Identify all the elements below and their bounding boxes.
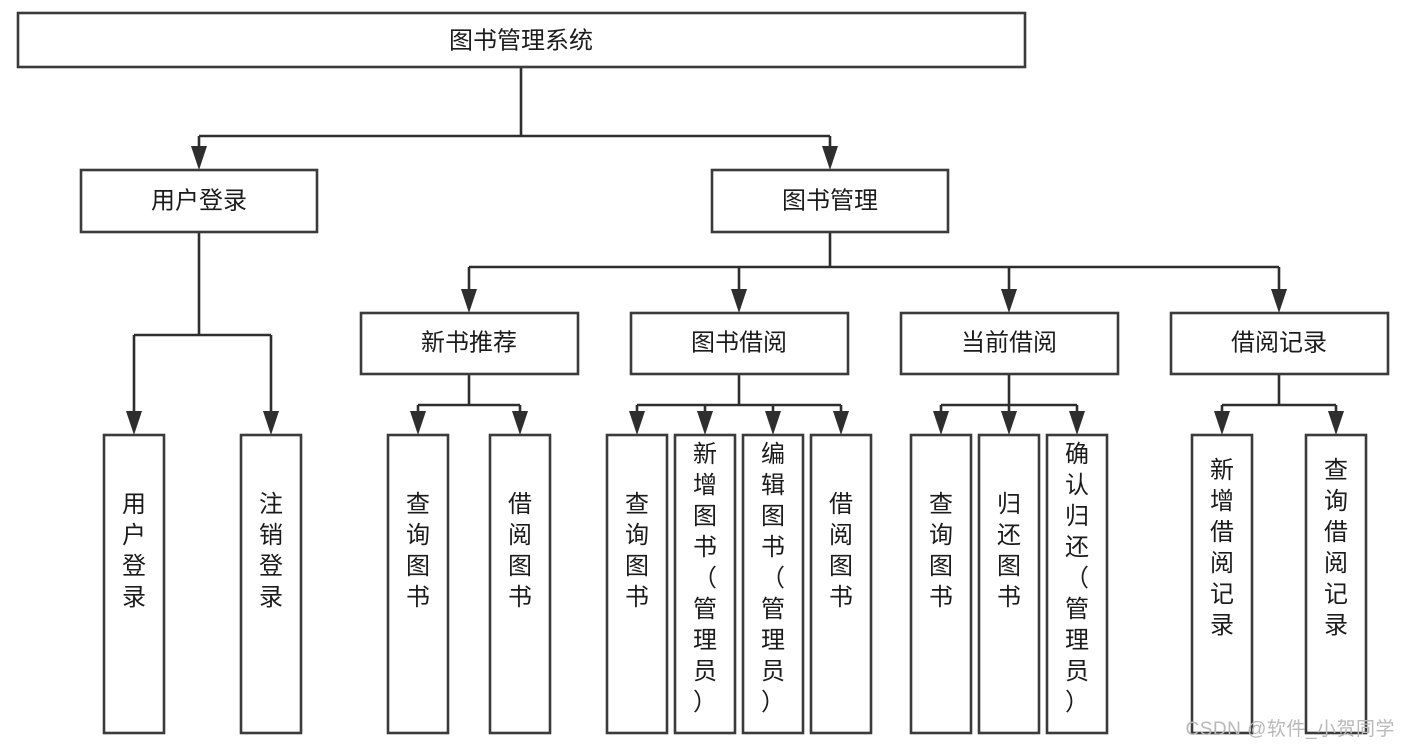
node-leaf-query-book-2[interactable]: 查询图书 bbox=[605, 433, 669, 735]
arrow-to-leaf-edit-book bbox=[765, 411, 781, 435]
node-leaf-query-record[interactable]: 查询借阅记录 bbox=[1304, 433, 1368, 735]
leaf-confirm-return-label: 确认归还（管理员） bbox=[1065, 441, 1089, 716]
arrow-to-leaf-add-record bbox=[1214, 411, 1230, 435]
node-user-login[interactable]: 用户登录 bbox=[79, 168, 319, 234]
arrow-to-leaf-borrow-book-1 bbox=[512, 411, 528, 435]
node-leaf-add-record[interactable]: 新增借阅记录 bbox=[1190, 433, 1254, 735]
leaf-add-record-box[interactable] bbox=[1190, 433, 1254, 735]
node-root[interactable]: 图书管理系统 bbox=[16, 11, 1027, 69]
leaf-query-book-1-box[interactable] bbox=[386, 433, 450, 735]
arrow-to-book-borrow bbox=[731, 289, 747, 313]
connector-borrow-record-to-bus bbox=[1220, 374, 1338, 422]
leaf-return-book-box[interactable] bbox=[977, 433, 1041, 735]
connector-book-manage-to-bus bbox=[467, 232, 1281, 300]
node-leaf-return-book[interactable]: 归还图书 bbox=[977, 433, 1041, 735]
connector-layer bbox=[126, 67, 1344, 435]
leaf-query-book-3-label: 查询图书 bbox=[929, 491, 953, 611]
user-login-label: 用户登录 bbox=[151, 187, 247, 214]
arrow-to-borrow-record bbox=[1271, 289, 1287, 313]
node-leaf-query-book-3[interactable]: 查询图书 bbox=[909, 433, 973, 735]
leaf-user-login-box[interactable] bbox=[102, 433, 166, 735]
borrow-record-label: 借阅记录 bbox=[1231, 329, 1327, 356]
leaf-borrow-book-2-box[interactable] bbox=[809, 433, 873, 735]
csdn-watermark: CSDN @软件_小贺同学 bbox=[1185, 719, 1395, 740]
leaf-query-book-1-label: 查询图书 bbox=[406, 491, 430, 611]
leaf-return-book-label: 归还图书 bbox=[997, 491, 1021, 611]
connector-user-login-to-bus bbox=[132, 232, 273, 422]
user-login-box[interactable] bbox=[79, 168, 319, 234]
node-new-book-recommend[interactable]: 新书推荐 bbox=[359, 311, 580, 376]
leaf-user-login-label: 用户登录 bbox=[122, 491, 146, 611]
leaf-edit-book-label: 编辑图书（管理员） bbox=[761, 441, 785, 716]
leaf-query-record-box[interactable] bbox=[1304, 433, 1368, 735]
arrow-to-leaf-return-book bbox=[1001, 411, 1017, 435]
leaf-borrow-book-1-box[interactable] bbox=[488, 433, 552, 735]
arrow-to-leaf-borrow-book-2 bbox=[833, 411, 849, 435]
node-leaf-user-logout[interactable]: 注销登录 bbox=[239, 433, 303, 735]
root-label: 图书管理系统 bbox=[449, 27, 593, 54]
arrow-to-leaf-query-book-1 bbox=[410, 411, 426, 435]
book-manage-label: 图书管理 bbox=[782, 187, 878, 214]
arrow-to-leaf-query-book-3 bbox=[933, 411, 949, 435]
root-box[interactable] bbox=[16, 11, 1027, 69]
arrow-to-leaf-query-book-2 bbox=[629, 411, 645, 435]
connector-root-to-bus bbox=[197, 67, 832, 157]
leaf-query-book-3-box[interactable] bbox=[909, 433, 973, 735]
arrow-to-leaf-user-login bbox=[126, 411, 142, 435]
leaf-add-record-label: 新增借阅记录 bbox=[1210, 457, 1234, 639]
leaf-query-record-label: 查询借阅记录 bbox=[1324, 457, 1348, 639]
leaf-borrow-book-2-label: 借阅图书 bbox=[829, 491, 853, 611]
borrow-record-box[interactable] bbox=[1169, 311, 1390, 376]
book-borrow-label: 图书借阅 bbox=[691, 329, 787, 356]
arrow-to-leaf-add-book bbox=[697, 411, 713, 435]
leaf-user-logout-box[interactable] bbox=[239, 433, 303, 735]
node-leaf-confirm-return[interactable]: 确认归还（管理员） bbox=[1045, 433, 1109, 735]
node-leaf-edit-book[interactable]: 编辑图书（管理员） bbox=[741, 433, 805, 735]
node-current-borrow[interactable]: 当前借阅 bbox=[899, 311, 1120, 376]
arrow-to-user-login bbox=[191, 146, 207, 170]
leaf-add-book-box[interactable] bbox=[673, 433, 737, 735]
book-manage-box[interactable] bbox=[710, 168, 950, 234]
node-leaf-borrow-book-2[interactable]: 借阅图书 bbox=[809, 433, 873, 735]
arrow-to-current-borrow bbox=[1001, 289, 1017, 313]
node-leaf-borrow-book-1[interactable]: 借阅图书 bbox=[488, 433, 552, 735]
new-book-recommend-box[interactable] bbox=[359, 311, 580, 376]
arrow-to-book-manage bbox=[822, 146, 838, 170]
node-book-borrow[interactable]: 图书借阅 bbox=[629, 311, 850, 376]
leaf-query-book-2-box[interactable] bbox=[605, 433, 669, 735]
current-borrow-label: 当前借阅 bbox=[961, 329, 1057, 356]
node-leaf-user-login[interactable]: 用户登录 bbox=[102, 433, 166, 735]
node-borrow-record[interactable]: 借阅记录 bbox=[1169, 311, 1390, 376]
connector-book-borrow-to-bus bbox=[635, 374, 843, 422]
leaf-user-logout-label: 注销登录 bbox=[259, 491, 283, 611]
node-book-manage[interactable]: 图书管理 bbox=[710, 168, 950, 234]
leaf-borrow-book-1-label: 借阅图书 bbox=[508, 491, 532, 611]
leaf-add-book-label: 新增图书（管理员） bbox=[693, 441, 717, 716]
book-borrow-box[interactable] bbox=[629, 311, 850, 376]
current-borrow-box[interactable] bbox=[899, 311, 1120, 376]
leaf-edit-book-box[interactable] bbox=[741, 433, 805, 735]
new-book-recommend-label: 新书推荐 bbox=[421, 329, 517, 356]
node-leaf-query-book-1[interactable]: 查询图书 bbox=[386, 433, 450, 735]
leaf-query-book-2-label: 查询图书 bbox=[625, 491, 649, 611]
arrow-to-new-book-recommend bbox=[461, 289, 477, 313]
leaf-confirm-return-box[interactable] bbox=[1045, 433, 1109, 735]
arrow-to-leaf-confirm-return bbox=[1069, 411, 1085, 435]
node-leaf-add-book[interactable]: 新增图书（管理员） bbox=[673, 433, 737, 735]
connector-new-book-recommend-to-bus bbox=[416, 374, 522, 422]
arrow-to-leaf-query-record bbox=[1328, 411, 1344, 435]
arrow-to-leaf-user-logout bbox=[263, 411, 279, 435]
